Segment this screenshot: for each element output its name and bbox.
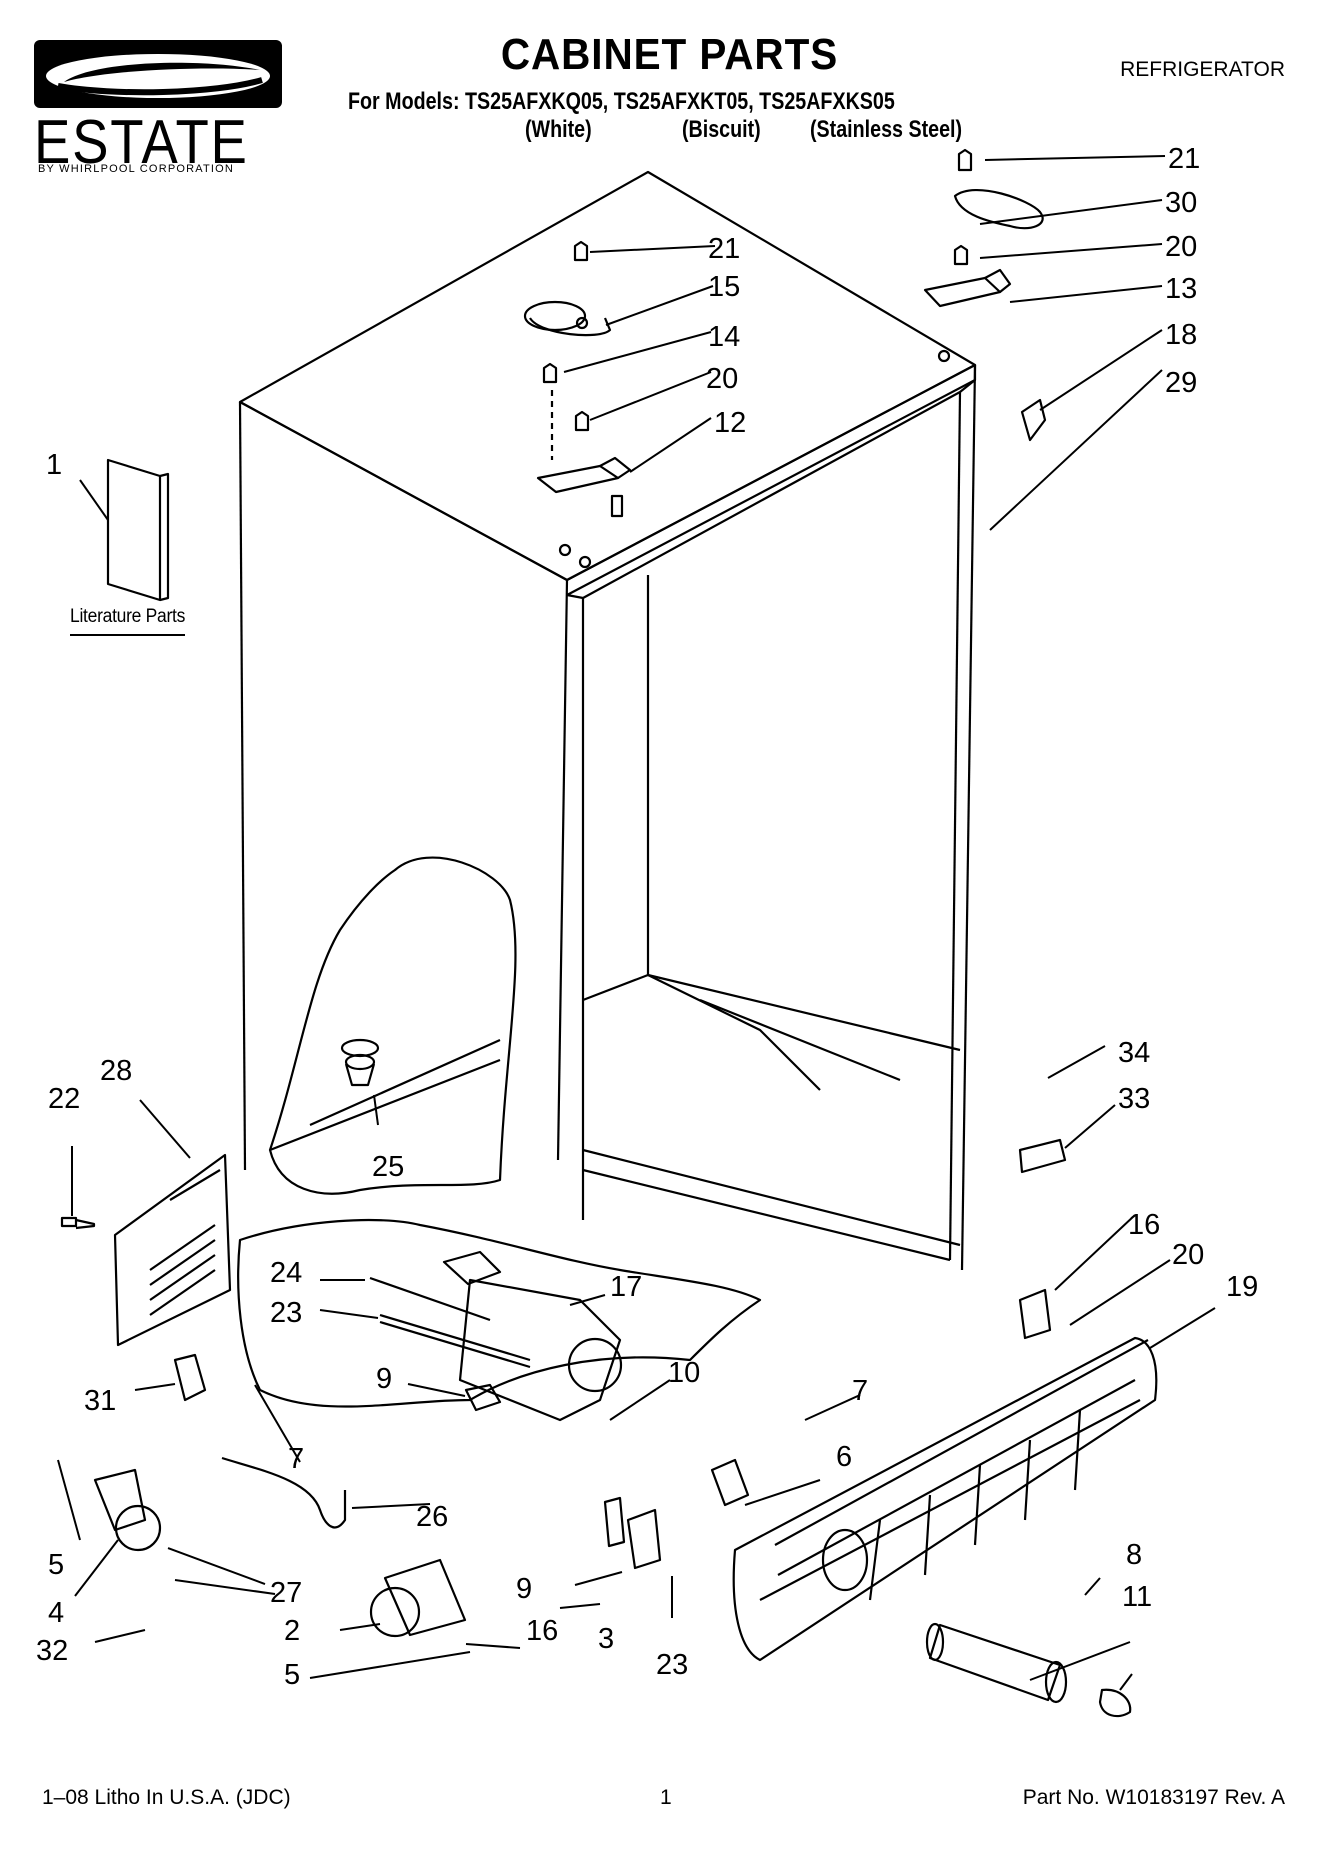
logo-tagline: BY WHIRLPOOL CORPORATION	[38, 163, 235, 175]
callout-11: 11	[1122, 1581, 1152, 1613]
models-line: For Models: TS25AFXKQ05, TS25AFXKT05, TS…	[348, 88, 895, 115]
part-31-bracket	[173, 1353, 207, 1402]
part-9-lower-plate	[603, 1496, 626, 1548]
callout-21-left: 21	[708, 233, 740, 265]
callout-14: 14	[708, 321, 740, 353]
callout-34: 34	[1118, 1037, 1150, 1069]
part-23-rod	[379, 1313, 531, 1369]
page-number: 1	[660, 1786, 672, 1809]
callout-15: 15	[708, 271, 740, 303]
callout-29: 29	[1165, 367, 1197, 399]
part-18-clip	[1020, 398, 1047, 442]
callout-9-bottom: 9	[516, 1573, 532, 1605]
callout-33: 33	[1118, 1083, 1150, 1115]
part-25-drain-fitting	[340, 1038, 380, 1087]
callout-5-left: 5	[48, 1549, 64, 1581]
callout-3: 3	[598, 1623, 614, 1655]
callout-16-right: 16	[1128, 1209, 1160, 1241]
callout-26: 26	[416, 1501, 448, 1533]
part-16-right-bracket	[1018, 1288, 1052, 1340]
callout-4: 4	[48, 1597, 64, 1629]
part-19-base-grille	[732, 1336, 1158, 1662]
callout-17: 17	[610, 1271, 642, 1303]
part-26-drain-tube	[221, 1456, 347, 1529]
callout-20-left: 20	[706, 363, 738, 395]
callout-27: 27	[270, 1577, 302, 1609]
callout-numbers: 21 30 20 13 18 29 21 15 14 20 12 1 28 22…	[36, 143, 1258, 1691]
callout-24: 24	[270, 1257, 302, 1289]
callout-25: 25	[372, 1151, 404, 1183]
part-9-block	[464, 1383, 502, 1412]
part-11-filter-cap	[1098, 1688, 1132, 1718]
estate-logo	[34, 40, 282, 176]
color-biscuit: (Biscuit)	[682, 116, 761, 143]
callout-9-mid: 9	[376, 1363, 392, 1395]
part-8-water-filter	[925, 1622, 1068, 1704]
callout-28: 28	[100, 1055, 132, 1087]
callout-22: 22	[48, 1083, 80, 1115]
callout-23-mid: 23	[270, 1297, 302, 1329]
color-stainless: (Stainless Steel)	[810, 116, 963, 143]
part-6-bracket	[710, 1458, 750, 1507]
literature-parts-label: Literature Parts	[70, 606, 185, 636]
top-hinge-right	[558, 148, 1044, 569]
logo-swoosh-icon	[34, 40, 282, 108]
callout-7-left: 7	[288, 1443, 304, 1475]
callout-20-lower: 20	[1172, 1239, 1204, 1271]
appliance-category: REFRIGERATOR	[1120, 58, 1285, 81]
callout-21-right: 21	[1168, 143, 1200, 175]
part-22-screw	[60, 1216, 96, 1230]
color-white: (White)	[525, 116, 592, 143]
callout-31: 31	[84, 1385, 116, 1417]
cutaway-panel-lower	[237, 1218, 762, 1408]
litho-note: 1–08 Litho In U.S.A. (JDC)	[42, 1786, 291, 1809]
callout-1: 1	[46, 449, 62, 481]
callout-23-bottom: 23	[656, 1649, 688, 1681]
callout-20-right: 20	[1165, 231, 1197, 263]
callout-32: 32	[36, 1635, 68, 1667]
literature-booklet	[106, 458, 170, 602]
callout-2: 2	[284, 1615, 300, 1647]
cutaway-panel-upper	[268, 856, 517, 1195]
callout-7-right: 7	[852, 1375, 868, 1407]
part-33-clip	[1018, 1138, 1067, 1174]
callout-6: 6	[836, 1441, 852, 1473]
part-16-lower-bracket	[626, 1508, 662, 1570]
callout-5-bottom: 5	[284, 1659, 300, 1691]
top-hinge-left	[523, 240, 632, 518]
part-17-housing	[442, 1250, 623, 1422]
callout-12: 12	[714, 407, 746, 439]
part-24-tube	[369, 1276, 491, 1322]
part-4-caster	[93, 1468, 162, 1552]
callout-leaders	[57, 155, 1216, 1691]
part-2-roller	[369, 1558, 467, 1638]
cabinet-shell	[238, 170, 977, 1271]
part-number: Part No. W10183197 Rev. A	[1022, 1786, 1285, 1809]
page-title: CABINET PARTS	[500, 30, 839, 79]
part-28-side-panel	[113, 1153, 232, 1347]
callout-18: 18	[1165, 319, 1197, 351]
callout-19: 19	[1226, 1271, 1258, 1303]
callout-13: 13	[1165, 273, 1197, 305]
callout-10: 10	[668, 1357, 700, 1389]
logo-wordmark: ESTATE	[34, 108, 249, 177]
callout-8: 8	[1126, 1539, 1142, 1571]
callout-16-bottom: 16	[526, 1615, 558, 1647]
callout-30: 30	[1165, 187, 1197, 219]
